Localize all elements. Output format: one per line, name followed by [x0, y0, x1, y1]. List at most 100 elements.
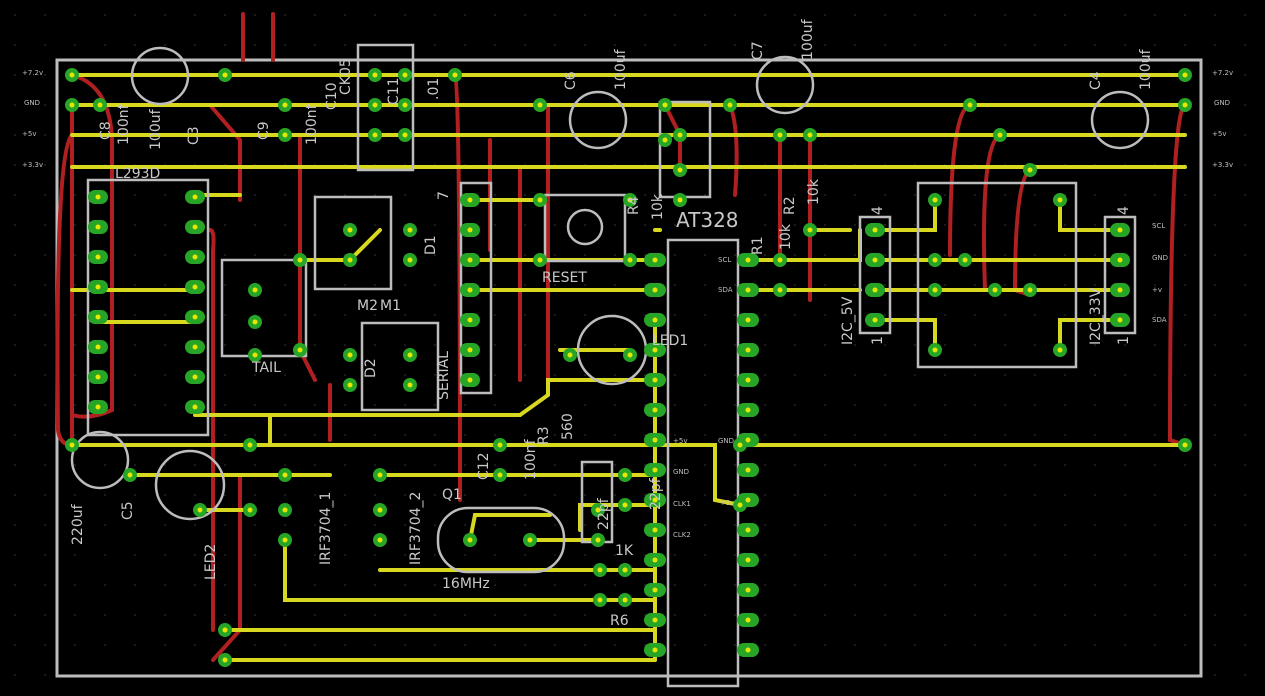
- pad-hole: [745, 557, 751, 563]
- pad-hole: [282, 507, 288, 513]
- pad-hole: [622, 597, 628, 603]
- label-led1: LED1: [652, 333, 688, 349]
- pad-hole: [467, 287, 473, 293]
- pad-hole: [1182, 102, 1188, 108]
- pad-hole: [467, 537, 473, 543]
- pad-hole: [622, 502, 628, 508]
- pad-hole: [372, 72, 378, 78]
- pad-hole: [652, 437, 658, 443]
- pad-hole: [402, 132, 408, 138]
- pad-hole: [1117, 287, 1123, 293]
- pad-hole: [282, 132, 288, 138]
- label-c10-value: .01: [426, 78, 442, 100]
- rail-label-gnd: GND: [24, 99, 40, 107]
- pad-hole: [467, 347, 473, 353]
- pad-hole: [1182, 442, 1188, 448]
- label-r3: R3: [536, 426, 552, 445]
- label-m2: M2: [357, 298, 378, 314]
- pad-hole: [407, 352, 413, 358]
- pad-hole: [452, 72, 458, 78]
- label-serial: SERIAL: [436, 351, 452, 400]
- pad-hole: [932, 287, 938, 293]
- label-c4-value: 100uf: [1138, 48, 1154, 90]
- label-at328: AT328: [676, 208, 739, 232]
- pad-hole: [282, 472, 288, 478]
- pad-hole: [745, 257, 751, 263]
- pad-hole: [467, 317, 473, 323]
- pad-hole: [872, 287, 878, 293]
- label-c6-value: 100uf: [613, 48, 629, 90]
- pin-label-clk1: CLK1: [673, 500, 691, 508]
- pad-hole: [727, 102, 733, 108]
- pad-hole: [497, 442, 503, 448]
- pad-hole: [677, 167, 683, 173]
- pad-hole: [1117, 227, 1123, 233]
- pad-hole: [745, 527, 751, 533]
- pad-hole: [95, 254, 101, 260]
- pad-hole: [627, 197, 633, 203]
- pad-hole: [777, 132, 783, 138]
- pin-label-sda-right: SDA: [1152, 316, 1167, 324]
- label-c3: C3: [186, 126, 202, 145]
- label-c8-value: 100nf: [116, 103, 132, 145]
- pad-hole: [297, 347, 303, 353]
- top-layer-traces: [70, 73, 1187, 662]
- pin-label-scl-right: SCL: [1152, 222, 1165, 230]
- pad-hole: [677, 132, 683, 138]
- pad-hole: [597, 597, 603, 603]
- pad-hole: [377, 472, 383, 478]
- pad-hole: [1027, 287, 1033, 293]
- pad-hole: [222, 627, 228, 633]
- label-r3-value: 560: [560, 413, 576, 440]
- pad-hole: [807, 227, 813, 233]
- label-r6: R6: [610, 613, 629, 629]
- pad-hole: [127, 472, 133, 478]
- label-22pf-a: 22pf: [596, 497, 612, 530]
- label-1-b: 1: [1116, 336, 1132, 345]
- label-22pf-b: 22pf: [648, 477, 664, 510]
- pad-hole: [372, 132, 378, 138]
- label-irf3704-2: IRF3704_2: [408, 492, 424, 565]
- pad-hole: [652, 647, 658, 653]
- pad-hole: [95, 284, 101, 290]
- pad-hole: [537, 102, 543, 108]
- label-c5-value: 220uf: [70, 503, 86, 545]
- component-outlines: [70, 43, 1150, 688]
- label-r1: R1: [750, 236, 766, 255]
- label-r2: R2: [782, 196, 798, 215]
- pad-hole: [252, 287, 258, 293]
- pad-hole: [377, 507, 383, 513]
- label-d2: D2: [363, 358, 379, 378]
- pad-hole: [1027, 167, 1033, 173]
- label-q1: Q1: [442, 487, 462, 503]
- pad-hole: [95, 404, 101, 410]
- pad-hole: [627, 257, 633, 263]
- pad-hole: [192, 344, 198, 350]
- pad-hole: [252, 352, 258, 358]
- pad-hole: [745, 587, 751, 593]
- pad-hole: [347, 382, 353, 388]
- pad-hole: [662, 102, 668, 108]
- pad-hole: [1117, 257, 1123, 263]
- pad-hole: [737, 442, 743, 448]
- pad-hole: [567, 352, 573, 358]
- pad-hole: [595, 507, 601, 513]
- pad-hole: [192, 374, 198, 380]
- pad-hole: [69, 442, 75, 448]
- pin-label-gnd: GND: [673, 468, 689, 476]
- pad-hole: [1057, 347, 1063, 353]
- pad-hole: [192, 314, 198, 320]
- label-16mhz: 16MHz: [442, 576, 490, 592]
- pad-hole: [192, 254, 198, 260]
- pin-label-clk2: CLK2: [673, 531, 691, 539]
- pad-hole: [622, 567, 628, 573]
- pad-hole: [377, 537, 383, 543]
- label-c5: C5: [120, 501, 136, 520]
- rail-label-5v-right: +5v: [1212, 130, 1226, 138]
- pad-hole: [402, 102, 408, 108]
- pad-hole: [745, 377, 751, 383]
- pad-hole: [652, 407, 658, 413]
- rail-label-5v: +5v: [22, 130, 36, 138]
- label-tail: TAIL: [251, 360, 281, 376]
